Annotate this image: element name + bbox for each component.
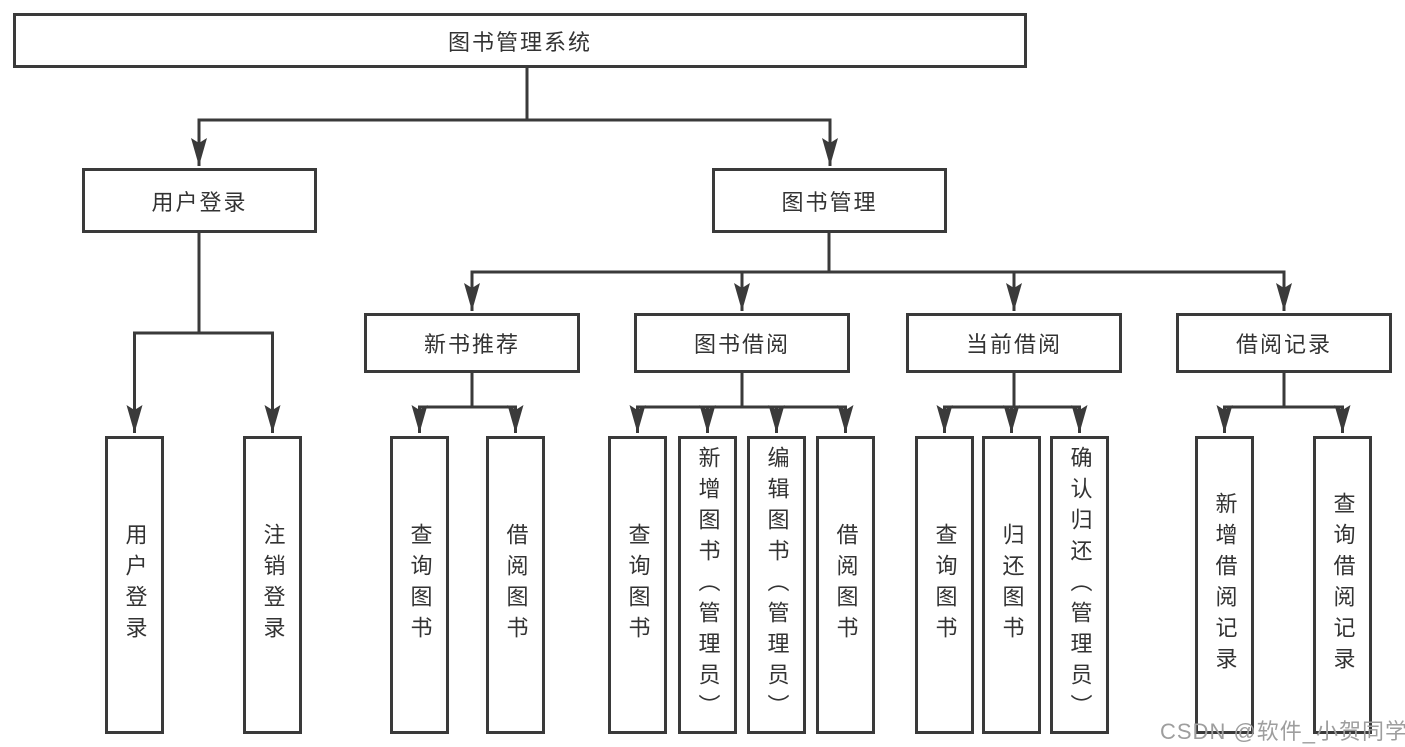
leaf-user-login-label: 用户登录 [122,523,148,647]
leaf-current-query-books: 查询图书 [915,436,974,734]
node-user-login-label: 用户登录 [151,189,248,215]
leaf-borrow-add-books-admin: 新增图书（管理员） [678,436,737,734]
leaf-newbook-borrow-books: 借阅图书 [486,436,545,734]
node-current-borrowing-label: 当前借阅 [965,332,1062,357]
node-borrowing-records-label: 借阅记录 [1235,332,1332,357]
node-current-borrowing: 当前借阅 [906,313,1122,373]
node-borrowing-records: 借阅记录 [1176,313,1392,373]
leaf-records-query-record: 查询借阅记录 [1313,436,1372,734]
leaf-current-query-books-label: 查询图书 [932,523,958,647]
node-root-system: 图书管理系统 [13,13,1027,68]
leaf-borrow-add-books-admin-label: 新增图书（管理员） [695,445,721,725]
leaf-newbook-borrow-books-label: 借阅图书 [503,523,529,647]
node-book-management-label: 图书管理 [781,189,878,215]
leaf-current-confirm-return-admin: 确认归还（管理员） [1050,436,1109,734]
leaf-current-return-books: 归还图书 [982,436,1041,734]
node-book-borrowing: 图书借阅 [634,313,850,373]
connector-user-login-children [126,233,281,433]
leaf-records-add-record: 新增借阅记录 [1195,436,1254,734]
leaf-logout: 注销登录 [243,436,302,734]
connector-book-mgmt-to-level3 [464,233,1292,311]
connector-root-to-level2 [191,68,838,166]
connector-borrow-records-children [1216,373,1351,433]
node-new-book-recommend: 新书推荐 [364,313,580,373]
leaf-borrow-edit-books-admin-label: 编辑图书（管理员） [764,445,790,725]
node-book-borrowing-label: 图书借阅 [693,332,790,357]
connector-book-borrow-children [629,373,854,433]
leaf-newbook-query-books: 查询图书 [390,436,449,734]
leaf-records-query-record-label: 查询借阅记录 [1330,492,1356,678]
leaf-borrow-borrow-books: 借阅图书 [816,436,875,734]
connector-new-book-children [411,373,524,433]
csdn-watermark: CSDN @软件_小贺同学 [1160,719,1405,744]
leaf-current-return-books-label: 归还图书 [999,523,1025,647]
leaf-records-add-record-label: 新增借阅记录 [1212,492,1238,678]
leaf-borrow-query-books: 查询图书 [608,436,667,734]
node-user-login: 用户登录 [82,168,317,233]
leaf-user-login: 用户登录 [105,436,164,734]
leaf-logout-label: 注销登录 [260,523,286,647]
leaf-borrow-borrow-books-label: 借阅图书 [833,523,859,647]
leaf-current-confirm-return-admin-label: 确认归还（管理员） [1067,445,1093,725]
leaf-borrow-query-books-label: 查询图书 [625,523,651,647]
node-new-book-recommend-label: 新书推荐 [423,332,520,357]
leaf-borrow-edit-books-admin: 编辑图书（管理员） [747,436,806,734]
node-root-system-label: 图书管理系统 [447,29,592,55]
leaf-newbook-query-books-label: 查询图书 [407,523,433,647]
node-book-management: 图书管理 [712,168,947,233]
connector-current-borrow-children [936,373,1088,433]
